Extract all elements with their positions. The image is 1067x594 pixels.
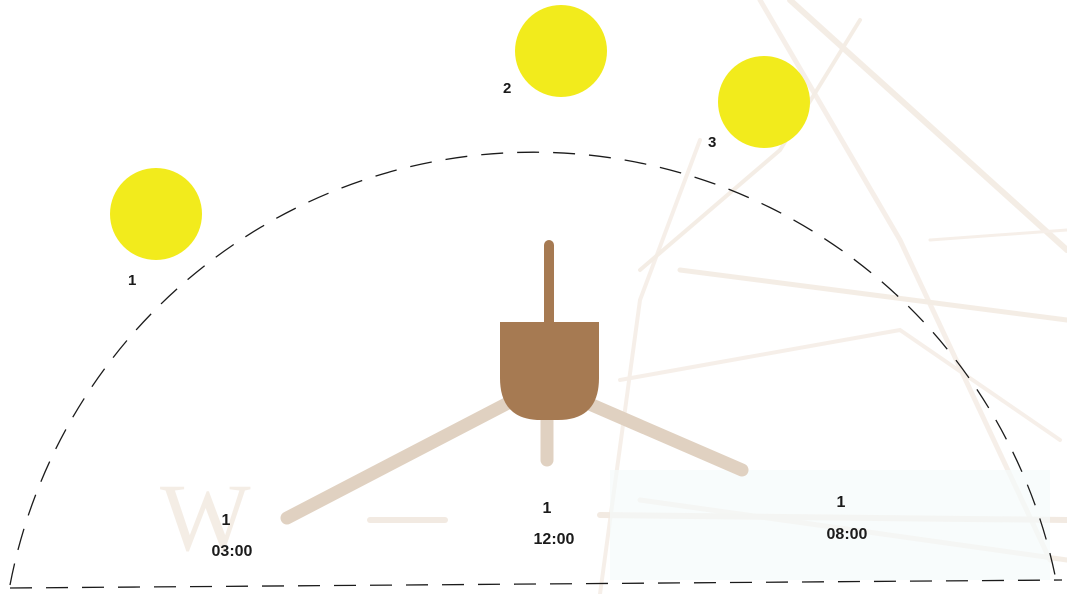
- gnomon: [500, 240, 599, 420]
- watermark-ray: [677, 267, 1067, 323]
- compass-watermark: W: [160, 0, 1067, 594]
- sun-icon: [110, 168, 202, 260]
- sun-position-label: 2: [503, 80, 511, 97]
- sun-icon: [515, 5, 607, 97]
- watermark-ray: [787, 0, 1067, 253]
- watermark-letter: W: [160, 464, 251, 571]
- ground-line: [9, 579, 1063, 589]
- shadow-number-label: 1: [222, 512, 231, 529]
- gnomon-base: [500, 322, 599, 420]
- shadow-number-label: 1: [543, 500, 552, 517]
- shadow-time-label: 08:00: [827, 526, 868, 543]
- shadow-time-label: 03:00: [212, 543, 253, 560]
- sun-icon: [718, 56, 810, 148]
- watermark-ray: [757, 0, 1053, 563]
- watermark-ray: [928, 228, 1067, 242]
- watermark-panel: [610, 470, 1050, 580]
- watermark-ray: [638, 18, 862, 272]
- sun-position-label: 1: [128, 272, 136, 289]
- shadow-3pm: [280, 395, 517, 525]
- sun-position-label: 3: [708, 134, 716, 151]
- sun-path-arc: [9, 151, 1058, 586]
- shadow-number-label: 1: [837, 494, 846, 511]
- watermark-ray: [618, 327, 1062, 442]
- sun-group: [110, 5, 810, 260]
- shadow-time-label: 12:00: [534, 531, 575, 548]
- shadow-8am: [578, 395, 749, 477]
